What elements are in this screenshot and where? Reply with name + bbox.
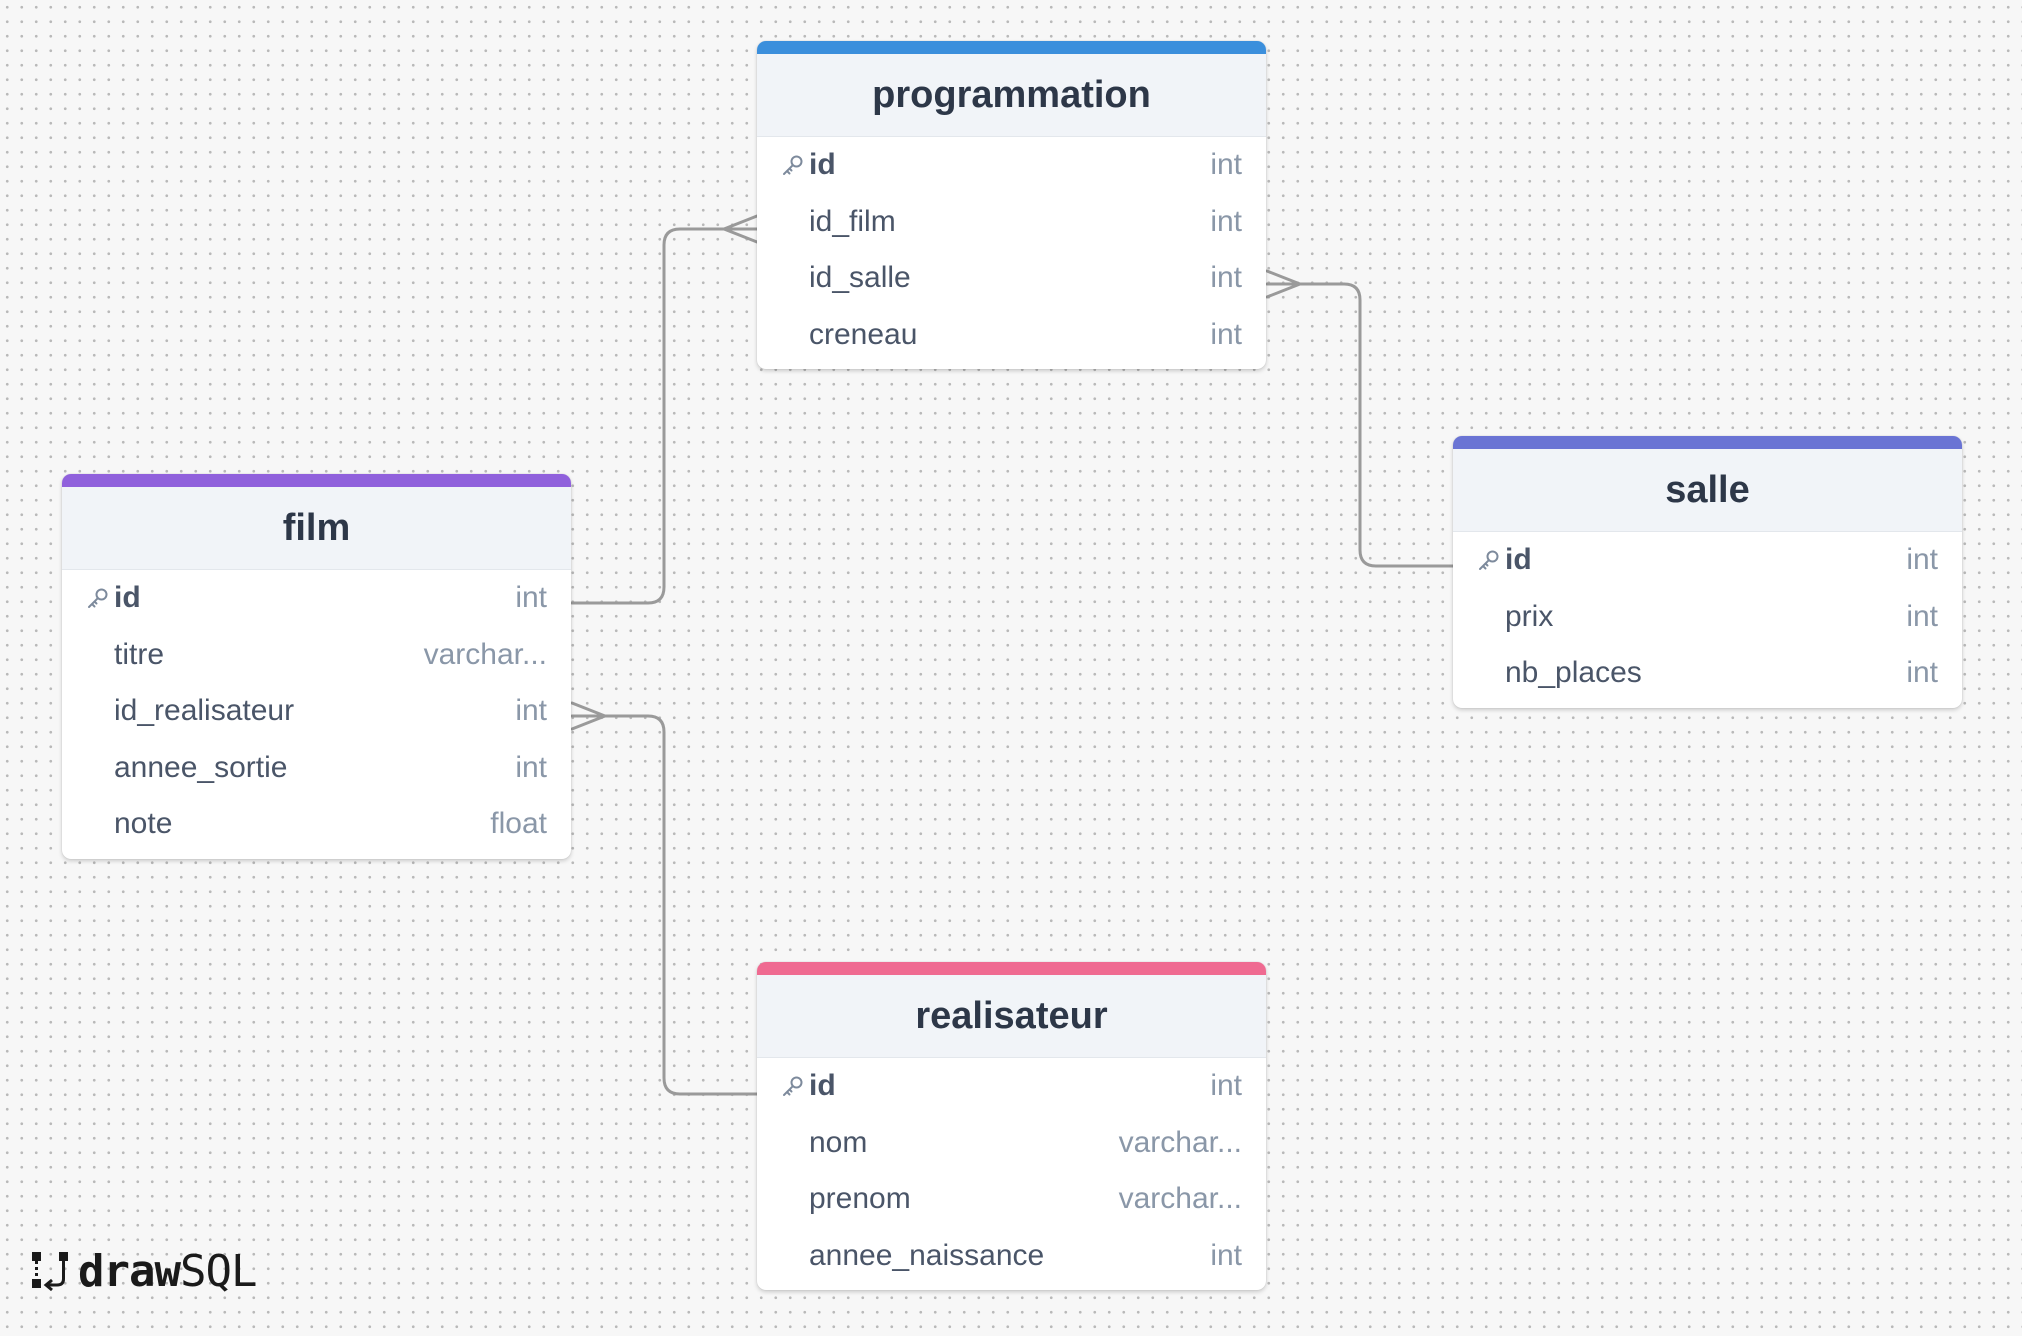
column-name: id [809, 148, 836, 182]
column-name: nb_places [1505, 656, 1642, 690]
column-type: int [1906, 656, 1938, 690]
column-name: annee_sortie [114, 750, 288, 784]
column-type: int [515, 581, 547, 615]
brand-light-text: SQL [179, 1245, 257, 1297]
primary-key-icon [781, 153, 805, 177]
column-row-note[interactable]: note float [62, 796, 571, 853]
column-type: int [1906, 543, 1938, 577]
relation-salle-programmation-line[interactable] [1265, 282, 1455, 568]
table-realisateur[interactable]: realisateur id int nom varchar... prenom varch… [757, 962, 1266, 1290]
column-row-id_salle[interactable]: id_salle int [757, 250, 1266, 307]
column-row-titre[interactable]: titre varchar... [62, 627, 571, 684]
table-title[interactable]: programmation [757, 54, 1266, 137]
column-name: annee_naissance [809, 1238, 1045, 1272]
column-name: id [1505, 543, 1532, 577]
primary-key-icon [86, 586, 110, 610]
column-row-id[interactable]: id int [62, 570, 571, 627]
table-footer-padding [62, 853, 571, 859]
column-name: id_salle [809, 261, 911, 295]
column-name: id [809, 1069, 836, 1103]
column-type: int [1210, 317, 1242, 351]
column-type: varchar... [1118, 1182, 1242, 1216]
column-row-annee_naissance[interactable]: annee_naissance int [757, 1228, 1266, 1285]
column-name: nom [809, 1125, 868, 1159]
brand-bold-text: draw [78, 1245, 181, 1297]
column-type: varchar... [1118, 1125, 1242, 1159]
column-type: int [1210, 204, 1242, 238]
table-title[interactable]: salle [1453, 449, 1962, 532]
table-footer-padding [1453, 702, 1962, 708]
column-type: int [1210, 1238, 1242, 1272]
crowfoot-programmation-id-salle-icon [1265, 269, 1302, 299]
crowfoot-film-id-realisateur-icon [570, 701, 607, 731]
table-accent-bar [757, 962, 1266, 975]
table-salle[interactable]: salle id int prix int nb_places int [1453, 436, 1962, 708]
column-type: int [515, 750, 547, 784]
column-row-creneau[interactable]: creneau int [757, 307, 1266, 364]
column-name: prenom [809, 1182, 911, 1216]
column-name: id_film [809, 204, 896, 238]
column-row-nb_places[interactable]: nb_places int [1453, 645, 1962, 702]
column-type: float [490, 807, 547, 841]
table-accent-bar [1453, 436, 1962, 449]
column-row-prenom[interactable]: prenom varchar... [757, 1171, 1266, 1228]
column-name: prix [1505, 599, 1554, 633]
column-row-id[interactable]: id int [757, 1058, 1266, 1115]
column-row-id[interactable]: id int [1453, 532, 1962, 589]
column-type: int [1210, 261, 1242, 295]
column-name: id_realisateur [114, 694, 295, 728]
column-name: note [114, 807, 173, 841]
table-title[interactable]: realisateur [757, 975, 1266, 1058]
key-slot [757, 1074, 809, 1098]
key-slot [1453, 548, 1505, 572]
column-type: int [515, 694, 547, 728]
crowfoot-programmation-id-film-icon [722, 214, 759, 244]
key-slot [757, 153, 809, 177]
primary-key-icon [781, 1074, 805, 1098]
drawsql-brand: drawSQL [30, 1245, 257, 1297]
table-accent-bar [62, 474, 571, 487]
table-accent-bar [757, 41, 1266, 54]
table-footer-padding [757, 363, 1266, 369]
column-name: creneau [809, 317, 918, 351]
column-type: int [1210, 148, 1242, 182]
relation-realisateur-film-line[interactable] [570, 714, 759, 1096]
column-row-prix[interactable]: prix int [1453, 589, 1962, 646]
column-name: titre [114, 637, 165, 671]
primary-key-icon [1477, 548, 1501, 572]
relation-film-programmation-line[interactable] [570, 227, 759, 605]
column-row-nom[interactable]: nom varchar... [757, 1115, 1266, 1172]
table-footer-padding [757, 1284, 1266, 1290]
key-slot [62, 586, 114, 610]
table-title[interactable]: film [62, 487, 571, 570]
column-type: int [1210, 1069, 1242, 1103]
column-type: int [1906, 599, 1938, 633]
column-row-annee_sortie[interactable]: annee_sortie int [62, 740, 571, 797]
column-name: id [114, 581, 141, 615]
drawsql-wordmark: drawSQL [78, 1245, 257, 1297]
column-type: varchar... [423, 637, 547, 671]
column-row-id[interactable]: id int [757, 137, 1266, 194]
column-row-id_film[interactable]: id_film int [757, 194, 1266, 251]
drawsql-logo-icon [32, 1252, 68, 1292]
column-row-id_realisateur[interactable]: id_realisateur int [62, 683, 571, 740]
